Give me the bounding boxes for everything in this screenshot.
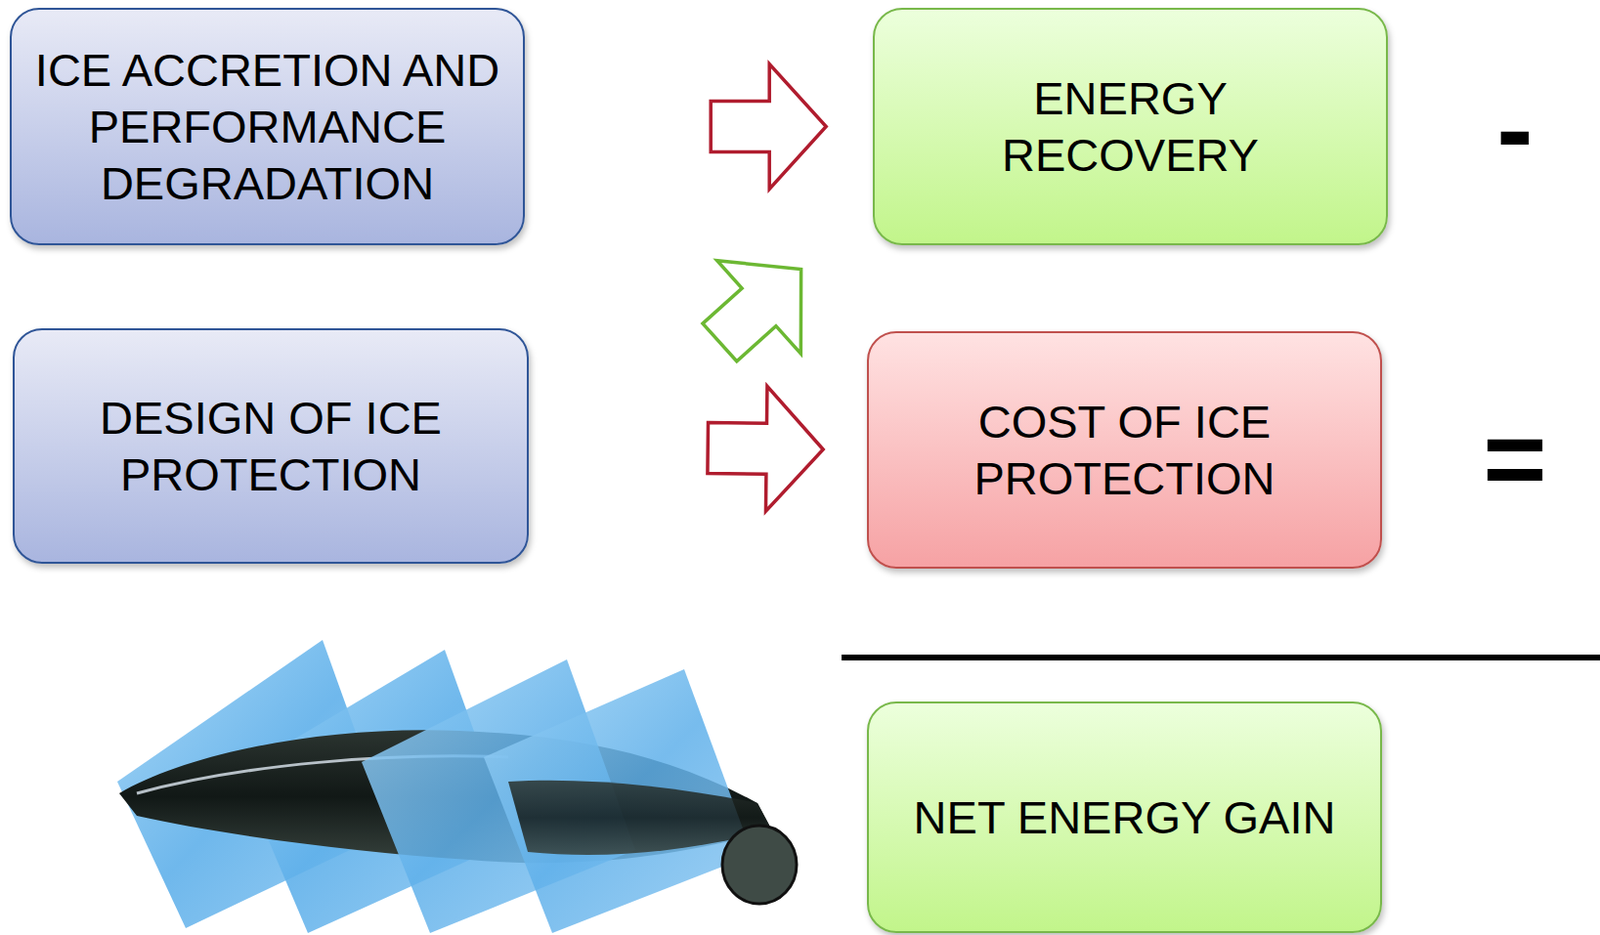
box-text: DESIGN OF ICE PROTECTION — [34, 389, 508, 504]
process-box: COST OF ICE PROTECTION — [866, 331, 1383, 569]
process-box: DESIGN OF ICE PROTECTION — [12, 328, 529, 564]
process-box: NET ENERGY GAIN — [866, 701, 1383, 934]
blade-root — [722, 825, 797, 905]
box-text: COST OF ICE PROTECTION — [927, 393, 1322, 508]
block-arrow — [710, 64, 826, 190]
process-box: ENERGY RECOVERY — [872, 7, 1388, 246]
box-text: ENERGY RECOVERY — [933, 70, 1328, 184]
process-box: ICE ACCRETION AND PERFORMANCE DEGRADATIO… — [9, 7, 525, 246]
operator-sign: = — [1482, 404, 1547, 515]
box-text: ICE ACCRETION AND PERFORMANCE DEGRADATIO… — [31, 42, 504, 213]
box-text: NET ENERGY GAIN — [913, 789, 1337, 847]
operator-sign: - — [1496, 74, 1533, 184]
block-arrow — [707, 386, 823, 512]
sum-rule — [841, 654, 1600, 661]
block-arrow — [702, 260, 802, 362]
